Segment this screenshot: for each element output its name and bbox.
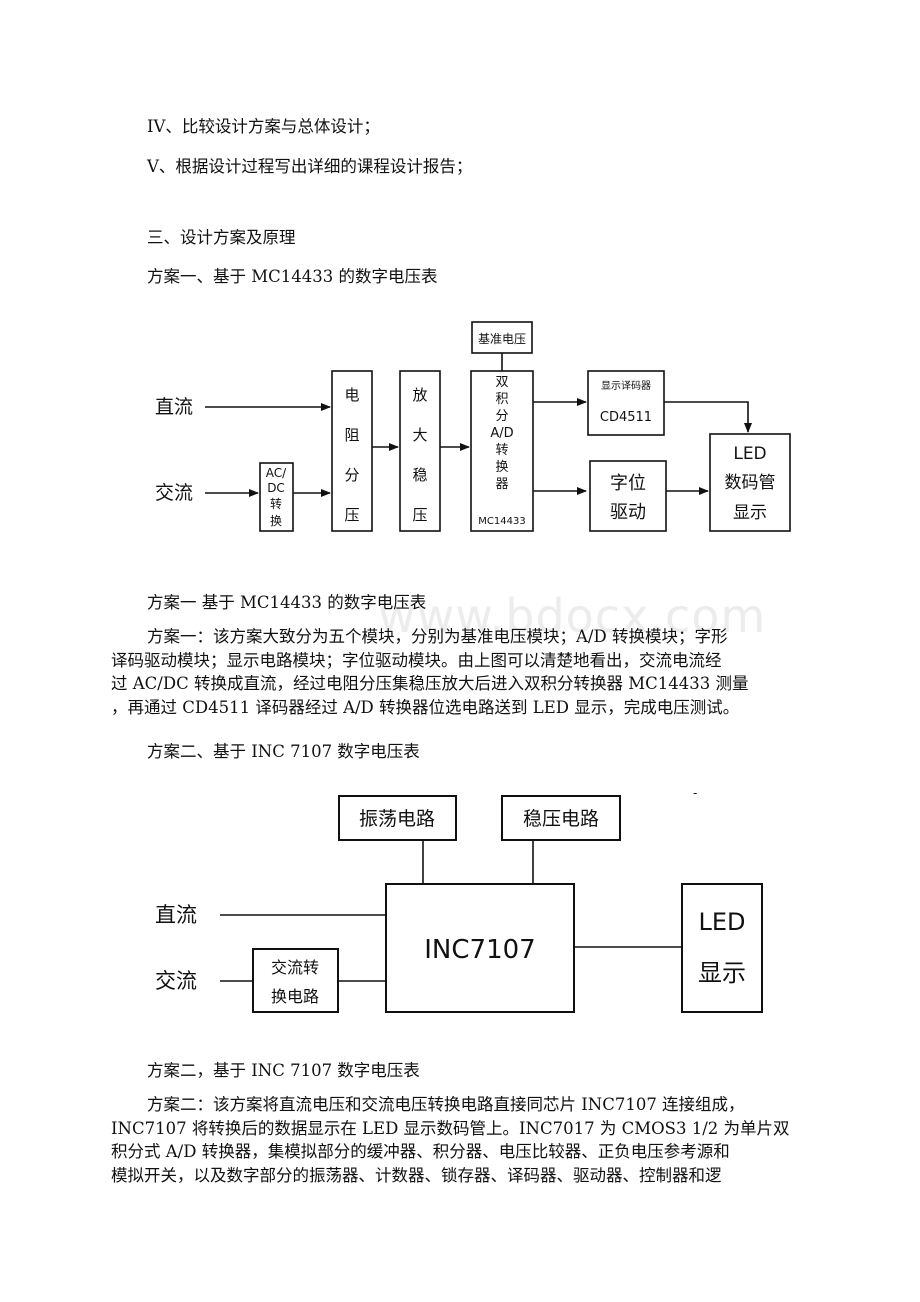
divider-char-1: 电 <box>344 386 359 404</box>
led2-line-1: LED <box>698 908 745 936</box>
ac-input-label-2: 交流 <box>155 969 197 993</box>
acdc-label-1: AC/ <box>266 466 287 480</box>
plan2-caption: 方案二，基于 INC 7107 数字电压表 <box>147 1061 420 1080</box>
inc7107-chip-label: INC7107 <box>424 935 535 965</box>
acdc-label-4: 换 <box>270 514 282 528</box>
acdc-label-3: 转 <box>270 496 282 511</box>
plan2-para-line-1: 方案二：该方案将直流电压和交流电压转换电路直接同芯片 INC7107 连接组成， <box>147 1095 745 1114</box>
plan1-heading: 方案一、基于 MC14433 的数字电压表 <box>147 267 438 286</box>
reference-voltage-label: 基准电压 <box>478 332 526 346</box>
ac-input-label: 交流 <box>155 482 193 504</box>
regulator-label: 稳压电路 <box>523 808 599 830</box>
adc-char-6: 换 <box>495 460 508 475</box>
amp-char-2: 大 <box>412 426 427 444</box>
led-line-1: LED <box>733 444 766 464</box>
acdc-label-2: DC <box>267 481 285 495</box>
oscillator-label: 振荡电路 <box>359 808 435 830</box>
adc-char-7: 器 <box>495 477 508 492</box>
section-heading: 三、设计方案及原理 <box>147 228 296 247</box>
watermark: www.bdocx.com <box>378 589 767 643</box>
amp-char-3: 稳 <box>412 466 427 484</box>
digit-driver-line-1: 字位 <box>610 473 646 494</box>
digit-driver-line-2: 驱动 <box>610 502 646 523</box>
plan2-para-line-2: INC7107 将转换后的数据显示在 LED 显示数码管上。INC7017 为 … <box>111 1118 790 1138</box>
adc-box <box>470 370 534 532</box>
plan1-paragraph: 方案一：该方案大致分为五个模块，分别为基准电压模块；A/D 转换模块；字形 译码… <box>111 625 811 719</box>
adc-char-1: 双 <box>495 375 508 390</box>
amp-char-4: 压 <box>412 506 427 524</box>
decoder-to-led-wire <box>664 401 752 433</box>
plan2-paragraph: 方案二：该方案将直流电压和交流电压转换电路直接同芯片 INC7107 连接组成，… <box>111 1093 811 1187</box>
plan2-para-line-3: 积分式 A/D 转换器，集模拟部分的缓冲器、积分器、电压比较器、正负电压参考源和 <box>111 1142 730 1161</box>
adc-char-3: 分 <box>495 409 508 424</box>
decoder-box <box>587 370 665 436</box>
stray-mark: - <box>693 786 697 800</box>
divider-char-2: 阻 <box>344 426 359 444</box>
acdc-converter-box <box>259 462 294 532</box>
led-display-box-2 <box>681 883 763 1013</box>
list-item-4: IV、比较设计方案与总体设计； <box>147 117 380 136</box>
plan1-para-line-3: 过 AC/DC 转换成直流，经过电阻分压集稳压放大后进入双积分转换器 MC144… <box>111 674 749 693</box>
plan1-caption: 方案一 基于 MC14433 的数字电压表 <box>147 593 427 612</box>
inc7107-chip-box <box>385 883 575 1013</box>
dc-input-label-2: 直流 <box>155 903 197 927</box>
oscillator-box <box>338 795 457 841</box>
plan1-para-line-4: ，再通过 CD4511 译码器经过 A/D 转换器位选电路送到 LED 显示，完… <box>111 697 740 717</box>
list-item-5: V、根据设计过程写出详细的课程设计报告； <box>147 157 473 176</box>
led-line-2: 数码管 <box>725 473 776 493</box>
plan2-heading: 方案二、基于 INC 7107 数字电压表 <box>147 742 420 761</box>
led2-line-2: 显示 <box>698 959 746 987</box>
divider-char-4: 压 <box>344 506 359 524</box>
ac-convert-line-1: 交流转 <box>271 958 319 977</box>
plan2-block-diagram: - 振荡电路 稳压电路 INC7107 直流 交流 交流转 换电路 LED 显示 <box>155 786 763 1013</box>
resistor-divider-box <box>331 370 373 532</box>
led-display-box <box>709 433 791 532</box>
decoder-chip-label: CD4511 <box>600 410 652 425</box>
regulator-box <box>501 795 621 841</box>
plan1-para-line-2: 译码驱动模块；显示电路模块；字位驱动模块。由上图可以清楚地看出，交流电流经 <box>111 650 722 670</box>
reference-voltage-box <box>471 321 533 354</box>
adc-char-4: A/D <box>490 426 513 441</box>
digit-driver-box <box>589 460 667 532</box>
amplifier-box <box>399 370 441 532</box>
led-line-3: 显示 <box>733 503 767 523</box>
decoder-label: 显示译码器 <box>601 380 651 392</box>
adc-chip-label: MC14433 <box>478 516 525 527</box>
divider-char-3: 分 <box>344 466 359 484</box>
plan1-block-diagram: 直流 交流 AC/ DC 转 换 电 阻 分 压 放 大 稳 压 基准电压 双 … <box>155 321 791 532</box>
adc-char-5: 转 <box>495 443 508 458</box>
amp-char-1: 放 <box>412 386 427 404</box>
dc-input-label: 直流 <box>155 396 193 418</box>
plan1-para-line-1: 方案一：该方案大致分为五个模块，分别为基准电压模块；A/D 转换模块；字形 <box>147 627 728 646</box>
plan2-para-line-4: 模拟开关，以及数字部分的振荡器、计数器、锁存器、译码器、驱动器、控制器和逻 <box>111 1165 722 1185</box>
ac-convert-box <box>252 948 339 1013</box>
ac-convert-line-2: 换电路 <box>271 987 319 1006</box>
adc-char-2: 积 <box>495 392 508 407</box>
